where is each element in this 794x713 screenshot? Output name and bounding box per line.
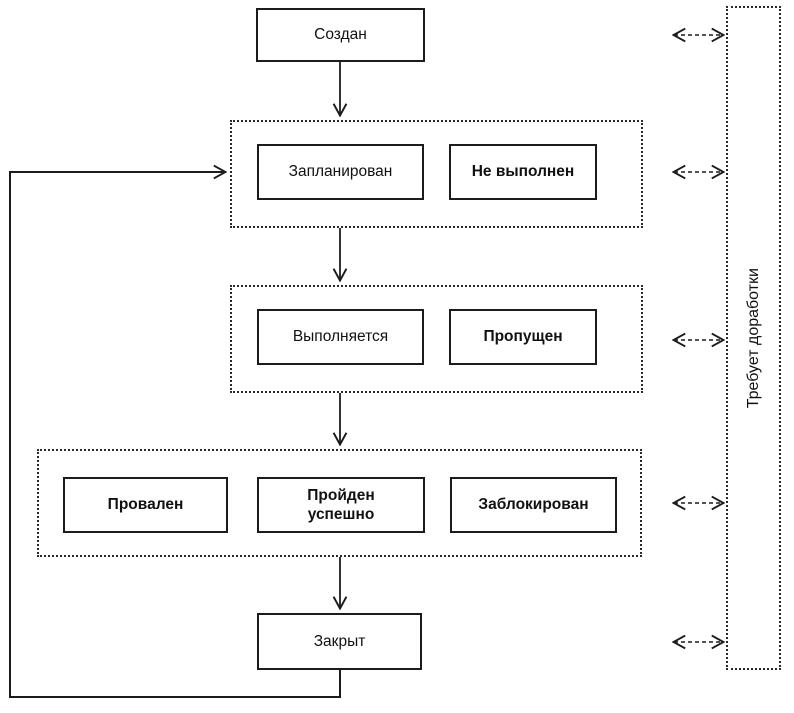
node-not-executed: Не выполнен [449,144,597,200]
node-requires-rework: Требует доработки [726,6,781,670]
node-passed: Пройден успешно [257,477,425,533]
node-planned: Запланирован [257,144,424,200]
requires-rework-label: Требует доработки [744,267,762,409]
node-in-progress: Выполняется [257,309,424,365]
node-closed: Закрыт [257,613,422,670]
node-blocked: Заблокирован [450,477,617,533]
node-created: Создан [256,8,425,62]
node-failed: Провален [63,477,228,533]
node-skipped: Пропущен [449,309,597,365]
